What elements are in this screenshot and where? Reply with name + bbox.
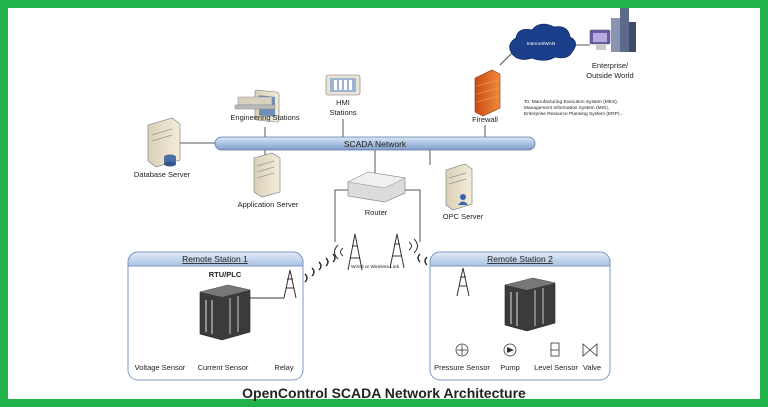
remote-station-1: Remote Station 1 RTU/PLC Voltage Sensor … — [127, 251, 304, 381]
enterprise-label-line2: Outside World — [586, 71, 633, 80]
router-label: Router — [365, 208, 388, 217]
voltage-sensor-label: Voltage Sensor — [135, 363, 186, 372]
wireless-link-label: Wired or Wireless Link — [351, 264, 400, 270]
level-sensor-label: Level Sensor — [534, 363, 578, 372]
application-server: Application Server — [238, 152, 299, 209]
antenna-2 — [456, 267, 470, 297]
router: Router — [347, 171, 406, 217]
enterprise-label-line1: Enterprise/ — [592, 61, 629, 70]
enterprise-note-1: To: Manufacturing Execution System (MES)… — [524, 99, 618, 105]
level-sensor-icon — [550, 342, 560, 357]
hmi-label-line1: HMI — [336, 98, 350, 107]
cloud-label: Internet/WAN — [527, 41, 556, 47]
enterprise-note-2: Management Information System (MIS), — [524, 105, 609, 111]
valve-icon — [582, 343, 598, 357]
firewall: Firewall — [472, 69, 501, 124]
relay-label: Relay — [274, 363, 293, 372]
database-server: Database Server — [134, 117, 191, 179]
rtu-plc-label: RTU/PLC — [209, 270, 242, 279]
enterprise-note-3: Enterprise Resource Planning System (ERP… — [524, 111, 623, 117]
engineering-station: Engineering Stations — [230, 89, 300, 123]
remote-station-1-title: Remote Station 1 — [182, 254, 248, 264]
enterprise-notes: To: Manufacturing Execution System (MES)… — [524, 99, 623, 117]
pump-label: Pump — [500, 363, 520, 372]
remote-station-2-title: Remote Station 2 — [487, 254, 553, 264]
scada-network-bus: SCADA Network — [214, 136, 536, 151]
diagram-title: OpenControl SCADA Network Architecture — [242, 385, 526, 401]
pressure-sensor-icon — [455, 343, 469, 357]
hmi-station: HMI Stations — [325, 74, 361, 117]
wireless-link — [334, 233, 418, 271]
current-sensor-label: Current Sensor — [198, 363, 249, 372]
database-server-label: Database Server — [134, 170, 191, 179]
engineering-stations-label: Engineering Stations — [230, 113, 299, 122]
opc-server: OPC Server — [443, 163, 484, 221]
remote-station-2: Remote Station 2 — [429, 251, 611, 381]
pressure-sensor-label: Pressure Sensor — [434, 363, 490, 372]
rtu-plc-1 — [199, 284, 251, 341]
hmi-label-line2: Stations — [329, 108, 356, 117]
valve-label: Valve — [583, 363, 601, 372]
antenna-1 — [250, 269, 297, 299]
firewall-label: Firewall — [472, 115, 498, 124]
pump-icon — [503, 343, 517, 357]
scada-network-label: SCADA Network — [344, 139, 407, 149]
rtu-plc-2 — [504, 277, 556, 332]
application-server-label: Application Server — [238, 200, 299, 209]
internet-cloud: Internet/WAN — [509, 23, 576, 61]
opc-server-label: OPC Server — [443, 212, 484, 221]
enterprise-buildings: Enterprise/ Outside World — [586, 8, 636, 80]
signal-waves-left — [304, 253, 336, 283]
